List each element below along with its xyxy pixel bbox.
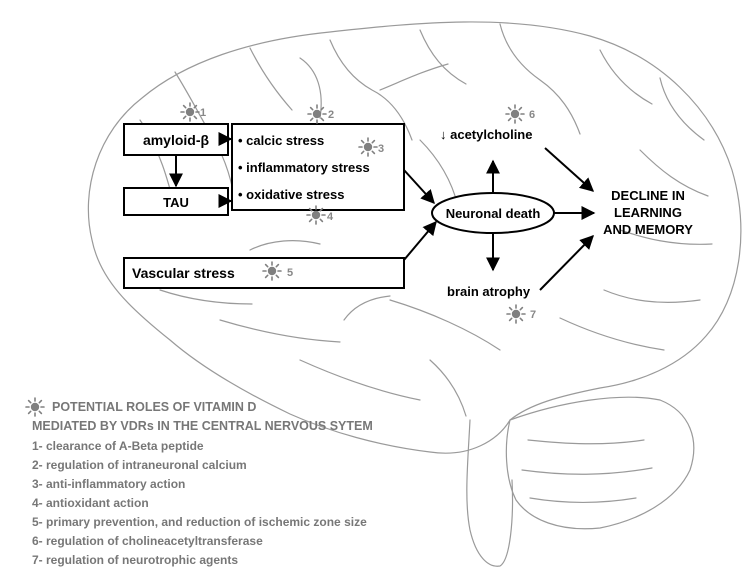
tau-box: TAU	[123, 187, 229, 216]
marker-1: 1	[180, 102, 206, 122]
arrows	[169, 132, 596, 291]
marker-3: 3	[358, 137, 384, 157]
marker-7: 7	[506, 304, 536, 324]
legend-title-line2: MEDIATED BY VDRs IN THE CENTRAL NERVOUS …	[32, 419, 373, 433]
legend-title-line1: POTENTIAL ROLES OF VITAMIN D	[52, 400, 256, 414]
svg-text:2: 2	[328, 109, 334, 121]
neuronal-death-node: Neuronal death	[431, 192, 555, 234]
svg-text:6: 6	[529, 109, 535, 121]
brainstem-outline	[466, 419, 514, 567]
brain-outline	[87, 21, 742, 454]
legend-item: 4- antioxidant action	[32, 496, 149, 510]
svg-text:1: 1	[200, 107, 206, 119]
legend: POTENTIAL ROLES OF VITAMIN D MEDIATED BY…	[25, 397, 373, 567]
vascular-box: Vascular stress	[123, 257, 405, 289]
neuronal-death-label: Neuronal death	[446, 206, 541, 221]
legend-item: 1- clearance of A-Beta peptide	[32, 439, 204, 453]
arrow-atrophy-decline	[539, 235, 594, 291]
legend-item: 2- regulation of intraneuronal calcium	[32, 458, 247, 472]
acetylcholine-label: ↓ acetylcholine	[440, 127, 532, 142]
sun-icon	[25, 397, 45, 417]
brain-atrophy-label: brain atrophy	[447, 284, 531, 299]
marker-5: 5	[262, 261, 293, 281]
marker-2: 2	[307, 104, 334, 124]
legend-item: 5- primary prevention, and reduction of …	[32, 515, 367, 529]
stress-item: • oxidative stress	[238, 187, 344, 202]
amyloid-label: amyloid-β	[143, 132, 210, 148]
svg-text:3: 3	[378, 143, 384, 155]
cerebellum-outline	[505, 396, 695, 530]
svg-text:5: 5	[287, 267, 293, 279]
svg-text:AND MEMORY: AND MEMORY	[603, 222, 693, 237]
legend-item: 3- anti-inflammatory action	[32, 477, 185, 491]
legend-item: 6- regulation of cholineacetyltransferas…	[32, 534, 263, 548]
svg-text:7: 7	[530, 309, 536, 321]
marker-4: 4	[306, 205, 334, 225]
stress-box: • calcic stress • inflammatory stress • …	[231, 123, 405, 211]
svg-text:LEARNING: LEARNING	[614, 205, 682, 220]
decline-label: DECLINE IN LEARNING AND MEMORY	[603, 188, 693, 237]
stress-item: • calcic stress	[238, 133, 324, 148]
stress-item: • inflammatory stress	[238, 160, 370, 175]
brain-sketch	[87, 21, 742, 567]
arrow-stress-neuronal	[403, 169, 435, 205]
legend-item: 7- regulation of neurotrophic agents	[32, 553, 238, 567]
tau-label: TAU	[163, 195, 189, 210]
arrow-vascular-neuronal	[403, 220, 437, 261]
vascular-label: Vascular stress	[132, 265, 235, 281]
marker-6: 6	[505, 104, 535, 124]
amyloid-box: amyloid-β	[123, 123, 229, 156]
arrow-acetylcholine-decline	[544, 147, 595, 192]
svg-text:4: 4	[327, 211, 334, 223]
svg-text:DECLINE IN: DECLINE IN	[611, 188, 685, 203]
